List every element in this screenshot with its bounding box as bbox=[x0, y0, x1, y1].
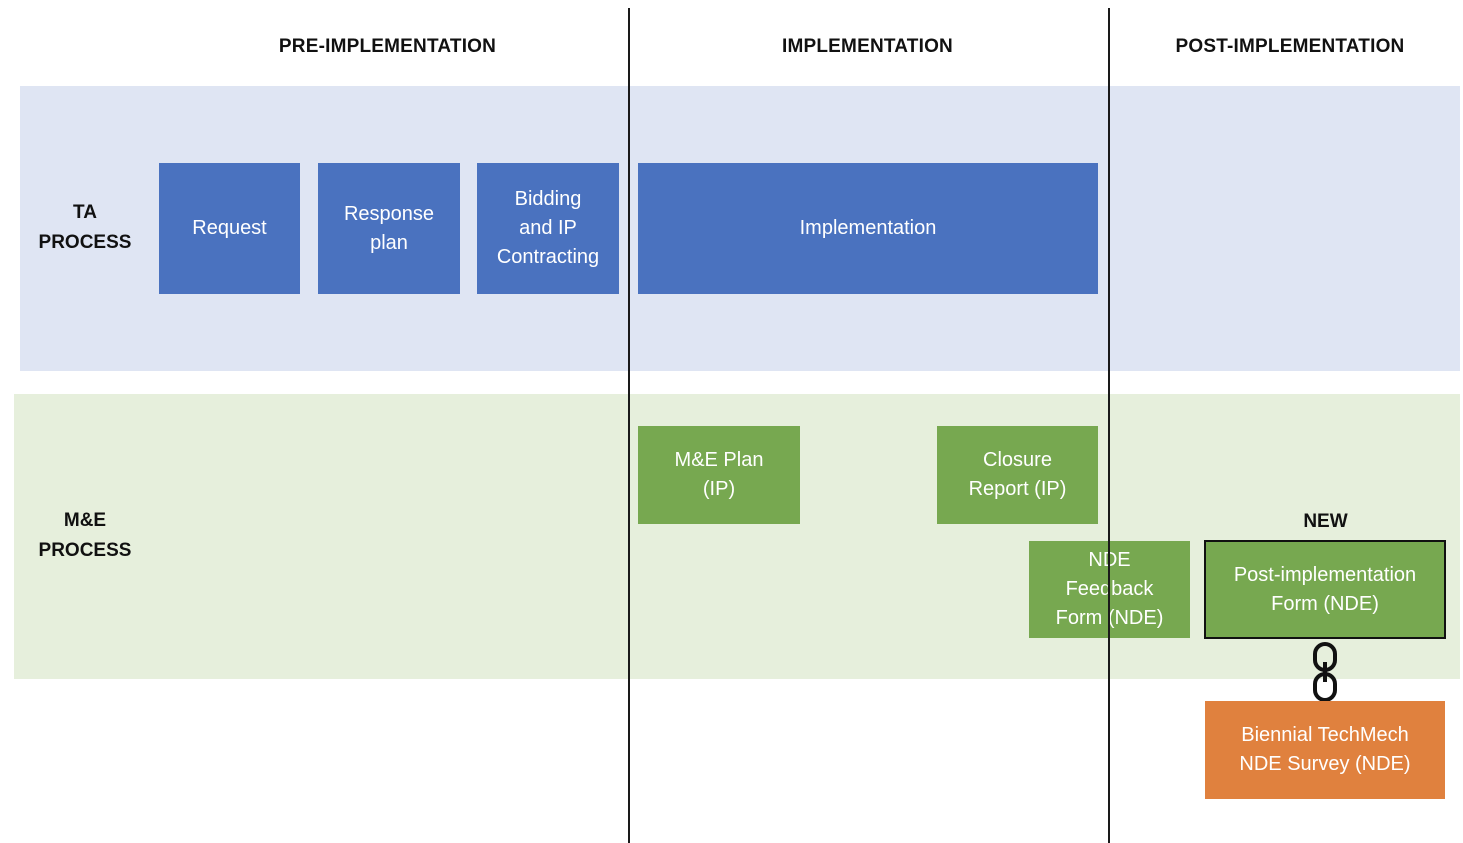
chain-link-icon bbox=[1313, 642, 1337, 702]
row-label-ta-process: TA PROCESS bbox=[38, 202, 132, 253]
post-implementation-form-box: Post-implementation Form (NDE) bbox=[1204, 540, 1446, 639]
phase-divider-line bbox=[1108, 8, 1110, 843]
phase-header-post-implementation: POST-IMPLEMENTATION bbox=[1175, 36, 1405, 57]
me-plan-box: M&E Plan (IP) bbox=[638, 426, 800, 524]
biennial-techmech-nde-survey-box: Biennial TechMech NDE Survey (NDE) bbox=[1205, 701, 1445, 799]
phase-divider-line bbox=[628, 8, 630, 843]
bidding-ip-contracting-box: Bidding and IP Contracting bbox=[477, 163, 619, 294]
nde-feedback-form-box: NDE Feedback Form (NDE) bbox=[1029, 541, 1190, 638]
new-label: NEW bbox=[1303, 511, 1348, 532]
response-plan-box: Response plan bbox=[318, 163, 460, 294]
phase-header-implementation: IMPLEMENTATION bbox=[782, 36, 953, 57]
closure-report-box: Closure Report (IP) bbox=[937, 426, 1098, 524]
implementation-box: Implementation bbox=[638, 163, 1098, 294]
phase-header-pre-implementation: PRE-IMPLEMENTATION bbox=[278, 36, 497, 57]
request-box: Request bbox=[159, 163, 300, 294]
row-label-me-process: M&E PROCESS bbox=[38, 510, 132, 561]
